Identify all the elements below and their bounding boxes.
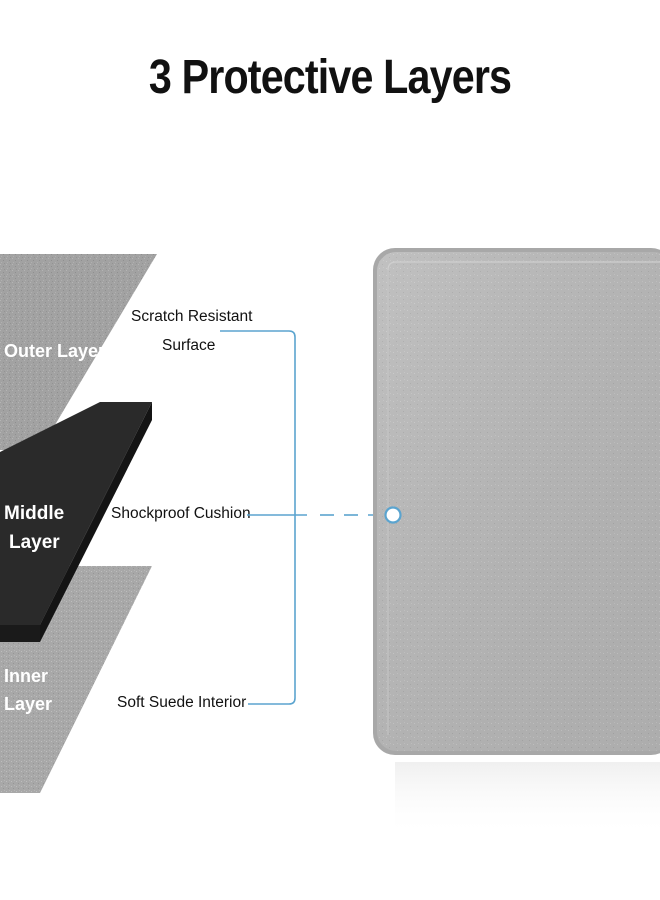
outer-layer-label: Outer Layer (4, 341, 105, 361)
scratch-resistant-label-line2: Surface (162, 337, 215, 354)
shockproof-cushion-label: Shockproof Cushion (111, 505, 251, 522)
middle-layer-swatch (0, 402, 152, 642)
laptop-sleeve-image (373, 248, 660, 837)
page-title: 3 Protective Layers (148, 51, 512, 104)
callout-bracket (220, 330, 307, 705)
scratch-resistant-label-line1: Scratch Resistant (131, 308, 253, 325)
middle-layer-label-line1: Middle (4, 503, 64, 524)
marker-dot (384, 506, 402, 524)
inner-layer-label-line2: Layer (4, 694, 52, 714)
inner-layer-label-line1: Inner (4, 666, 48, 686)
soft-suede-interior-label: Soft Suede Interior (117, 694, 246, 711)
middle-layer-label-line2: Layer (9, 532, 60, 553)
outer-layer-swatch (0, 254, 157, 450)
